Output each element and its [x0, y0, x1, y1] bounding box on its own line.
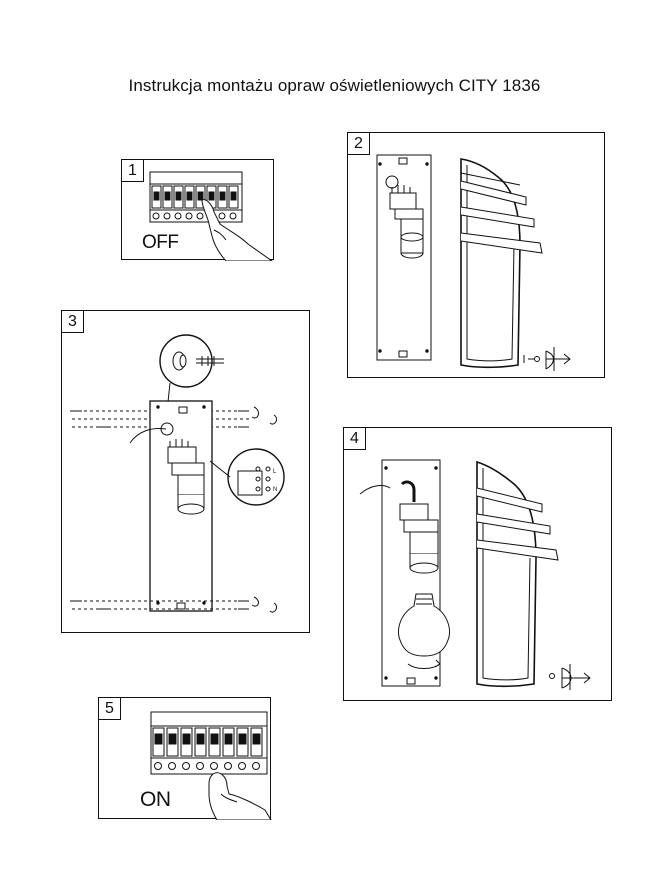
step-2-panel: 2	[347, 132, 605, 378]
step-5-panel: 5 ON	[98, 697, 272, 820]
on-label: ON	[140, 788, 171, 811]
terminal-label-n: N	[273, 487, 277, 493]
bulb-installation-illustration	[359, 459, 591, 690]
step-4-panel: 4	[343, 427, 612, 701]
step-1-number: 1	[122, 160, 144, 182]
step-1-panel: 1 OFF	[121, 159, 274, 261]
step-3-panel: 3	[61, 310, 310, 633]
terminal-label-l: L	[273, 469, 277, 475]
wall-mounting-illustration: L N	[70, 334, 285, 613]
page-title: Instrukcja montażu opraw oświetleniowych…	[128, 76, 541, 95]
step-5-number: 5	[99, 698, 121, 720]
step-3-number: 3	[62, 311, 84, 333]
breaker-panel-off-illustration	[149, 171, 273, 261]
off-label: OFF	[142, 232, 179, 253]
lamp-disassembly-illustration	[376, 154, 571, 371]
step-2-number: 2	[348, 133, 370, 155]
step-4-number: 4	[344, 428, 366, 450]
breaker-panel-on-illustration	[150, 711, 272, 820]
